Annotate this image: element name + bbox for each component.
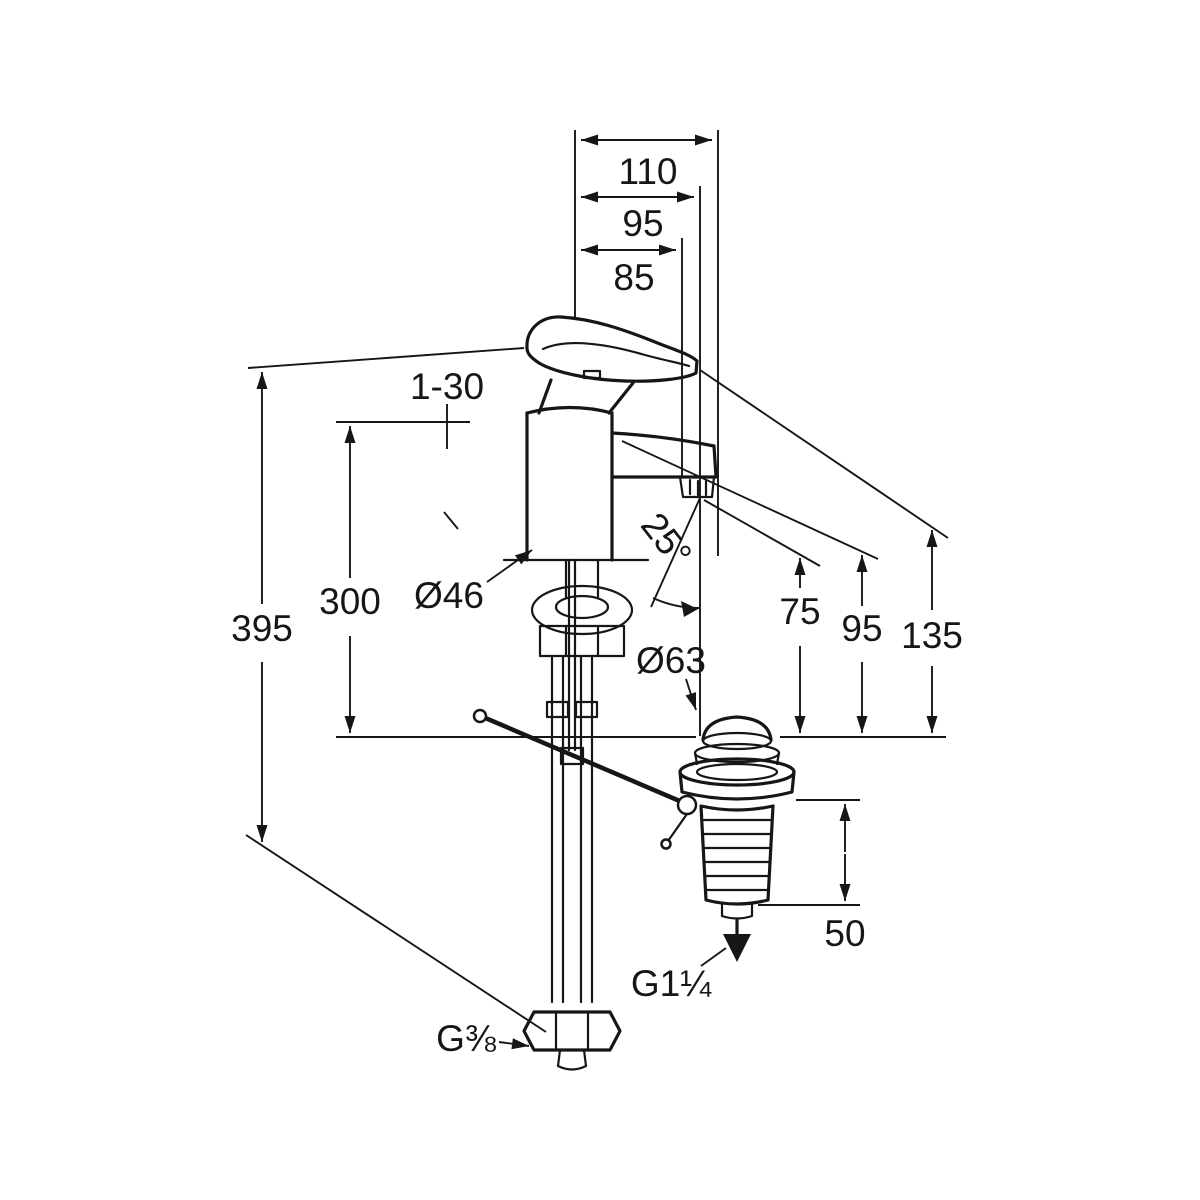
- drain-body: [699, 804, 775, 906]
- horseshoe-washer: [530, 584, 634, 636]
- hose-collar-left: [545, 700, 570, 719]
- extension-lines: [245, 130, 949, 1033]
- rod-knob: [472, 708, 488, 724]
- drain-outlet-arrow: [723, 934, 751, 962]
- angle-25-label: 25°: [633, 505, 700, 574]
- supply-stub: [556, 1048, 588, 1071]
- thread-g114-label: G1¼: [631, 963, 712, 1004]
- dim-75-label: 75: [779, 591, 820, 632]
- dim-110-label: 110: [619, 151, 678, 192]
- mounting-nut: [538, 624, 626, 658]
- actuating-rod: [480, 714, 685, 805]
- drain-threads: [702, 818, 772, 892]
- thread-g38-label: G⅜: [436, 1018, 496, 1059]
- dim-50-label: 50: [824, 913, 865, 954]
- dia-63-label: Ø63: [636, 640, 706, 681]
- faucet-lever: [525, 315, 699, 383]
- rod-clevis: [559, 746, 585, 766]
- drain-assembly: [678, 715, 796, 962]
- lever-indicator: [582, 369, 602, 380]
- dim-95-right-label: 95: [841, 608, 882, 649]
- pop-up-rod: [472, 558, 698, 850]
- faucet-body: [502, 378, 650, 562]
- dia46-leader: [486, 549, 533, 583]
- leader-lines: [486, 549, 727, 1050]
- spout-angle-indicator: [650, 497, 701, 617]
- supply-nut: [522, 1010, 622, 1052]
- dim-395-label: 395: [231, 608, 293, 649]
- aerator: [678, 475, 716, 499]
- g114-leader: [700, 947, 727, 967]
- dia63-leader: [685, 678, 697, 711]
- dimension-labels: 110 95 85 1-30 25° Ø46 395 300 75 95 135…: [231, 151, 963, 1059]
- dim-300-label: 300: [319, 581, 381, 622]
- dim-95-top-label: 95: [622, 203, 663, 244]
- angle-arc-arrow: [681, 601, 698, 617]
- ball-joint: [676, 794, 698, 816]
- mounting-hardware: [530, 558, 634, 658]
- drain-plug: [701, 715, 773, 742]
- faucet-spout: [610, 431, 718, 499]
- dim-135-label: 135: [901, 615, 963, 656]
- hose-collar-right: [574, 700, 599, 719]
- supply-hoses: [522, 654, 622, 1071]
- dim-85-label: 85: [613, 257, 654, 298]
- dia-46-label: Ø46: [414, 575, 484, 616]
- dim-1-30-label: 1-30: [410, 366, 484, 407]
- dimension-lines: [256, 134, 938, 901]
- g38-leader: [498, 1038, 530, 1050]
- drain-tailpiece: [720, 903, 754, 920]
